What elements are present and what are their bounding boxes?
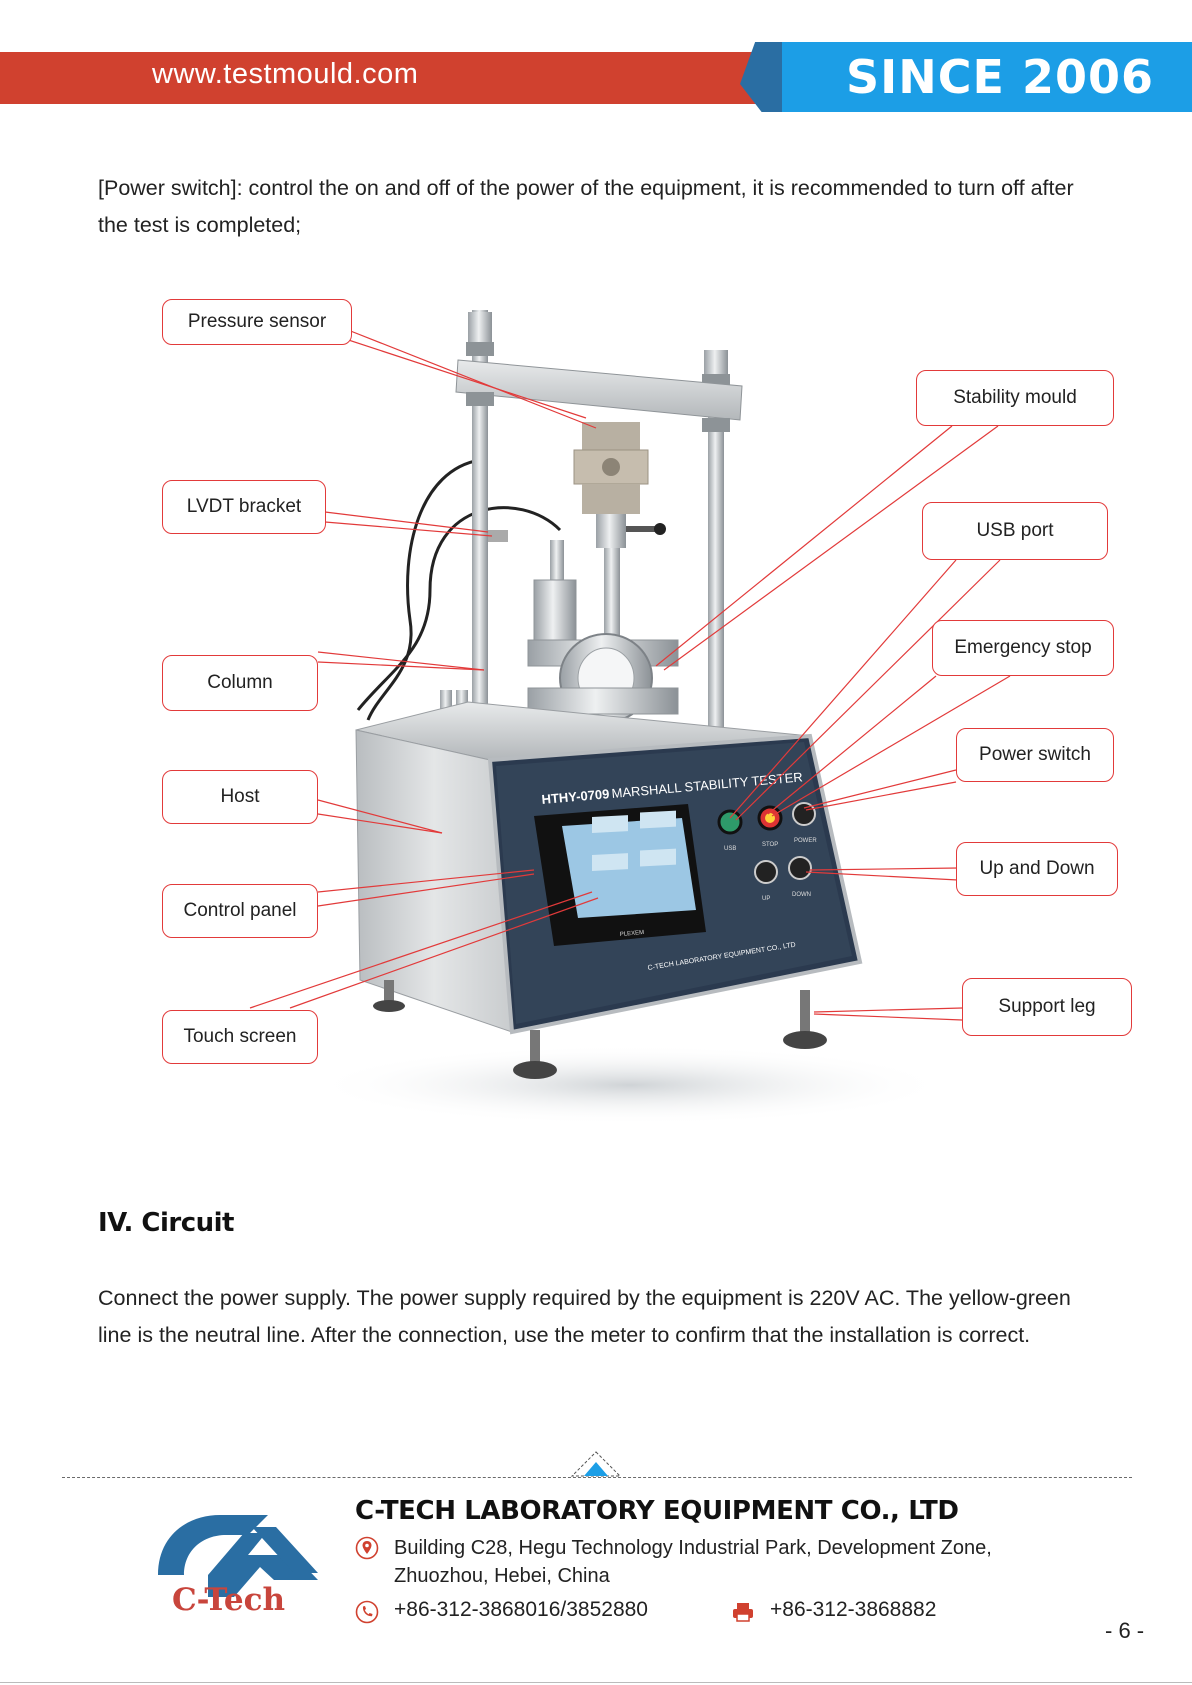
callout-stability-mould: Stability mould	[916, 370, 1114, 426]
footer-divider	[62, 1477, 1132, 1478]
power-label: POWER	[794, 838, 817, 844]
equipment-figure: HTHY-0709 MARSHALL STABILITY TESTER C-TE…	[0, 290, 1192, 1140]
fax-printer-icon	[733, 1603, 753, 1622]
location-icon	[355, 1536, 379, 1560]
company-fax: +86-312-3868882	[770, 1598, 937, 1621]
callout-pressure-sensor: Pressure sensor	[162, 299, 352, 345]
intro-paragraph: [Power switch]: control the on and off o…	[98, 176, 1074, 237]
website-url[interactable]: www.testmould.com	[152, 58, 419, 90]
page-number: - 6 -	[1105, 1618, 1145, 1643]
company-name: C-TECH LABORATORY EQUIPMENT CO., LTD	[355, 1496, 959, 1526]
callout-up-and-down: Up and Down	[956, 842, 1118, 896]
stop-label: STOP	[762, 842, 778, 848]
company-address: Building C28, Hegu Technology Industrial…	[394, 1537, 992, 1587]
callout-power-switch: Power switch	[956, 728, 1114, 782]
up-label: UP	[762, 896, 770, 902]
callout-support-leg: Support leg	[962, 978, 1132, 1036]
phone-icon	[355, 1600, 379, 1624]
callout-touch-screen: Touch screen	[162, 1010, 318, 1064]
marshall-tester-illustration: HTHY-0709 MARSHALL STABILITY TESTER C-TE…	[249, 310, 1011, 1125]
section-paragraph: Connect the power supply. The power supp…	[98, 1286, 1071, 1347]
panel-model-text: HTHY-0709	[541, 786, 610, 807]
company-phone[interactable]: +86-312-3868016/3852880	[394, 1598, 648, 1621]
callout-emergency-stop: Emergency stop	[932, 620, 1114, 676]
callout-host: Host	[162, 770, 318, 824]
usb-label: USB	[724, 846, 736, 852]
callout-column: Column	[162, 655, 318, 711]
callout-usb-port: USB port	[922, 502, 1108, 560]
header-red-band	[0, 52, 760, 104]
logo-text: C-Tech	[172, 1582, 286, 1618]
company-logo-icon	[158, 1515, 318, 1597]
divider-triangle-icon	[570, 1451, 622, 1477]
header-blue-band	[782, 42, 1192, 112]
section-title: IV. Circuit	[98, 1208, 234, 1238]
down-label: DOWN	[792, 892, 811, 898]
screen-brand-text: PLEXEM	[620, 930, 645, 938]
since-label: SINCE 2006	[846, 50, 1154, 104]
page-bottom-line	[0, 1682, 1192, 1683]
callout-lvdt-bracket: LVDT bracket	[162, 480, 326, 534]
callout-control-panel: Control panel	[162, 884, 318, 938]
